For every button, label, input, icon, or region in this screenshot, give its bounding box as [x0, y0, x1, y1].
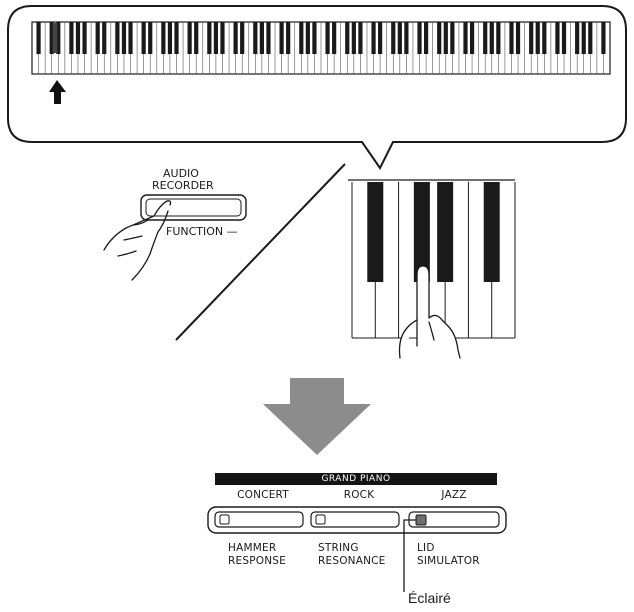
black-key — [69, 22, 74, 54]
black-key — [358, 22, 363, 54]
black-key — [450, 22, 455, 54]
black-key — [535, 22, 540, 54]
lamp-leader-line — [403, 519, 416, 592]
black-key — [404, 22, 409, 54]
response-label: RESPONSE — [228, 555, 286, 567]
black-key — [378, 22, 383, 54]
up-arrow-icon — [49, 80, 66, 104]
black-key — [174, 22, 179, 54]
black-key — [36, 22, 41, 54]
black-key — [220, 22, 225, 54]
black-key — [259, 22, 264, 54]
black-key — [121, 22, 127, 54]
black-key — [102, 22, 107, 54]
black-key — [561, 22, 567, 54]
black-key — [496, 22, 501, 54]
jazz-lamp — [415, 514, 427, 526]
black-key — [279, 22, 284, 54]
target-key — [52, 23, 58, 53]
black-key — [161, 22, 166, 54]
black-key — [305, 22, 310, 54]
black-key — [115, 22, 120, 54]
black-key — [469, 22, 475, 54]
concert-button[interactable] — [214, 511, 304, 528]
black-key — [391, 22, 396, 54]
black-key — [489, 22, 494, 54]
audio-label: AUDIO — [163, 167, 199, 180]
lit-callout-label: Éclairé — [408, 590, 451, 606]
black-key — [233, 22, 238, 54]
jazz-label: JAZZ — [441, 489, 467, 501]
black-key — [417, 22, 422, 54]
black-key — [266, 22, 271, 54]
black-key — [575, 22, 580, 54]
black-key — [601, 22, 606, 54]
black-key — [529, 22, 534, 54]
black-key — [286, 22, 291, 54]
black-key — [82, 22, 87, 54]
black-key — [253, 22, 258, 54]
black-key — [194, 22, 199, 54]
key-pressing-hand-icon — [398, 265, 461, 359]
black-key — [463, 22, 468, 54]
string-label: STRING — [318, 542, 359, 554]
black-key — [75, 22, 81, 54]
black-key — [509, 22, 514, 54]
black-key — [437, 22, 442, 54]
rock-button[interactable] — [310, 511, 400, 528]
recorder-label: RECORDER — [152, 179, 214, 192]
function-label: FUNCTION — — [166, 225, 238, 238]
lid-label: LID — [417, 542, 435, 554]
divider-line — [175, 163, 346, 341]
hammer-label: HAMMER — [228, 542, 277, 554]
grand-piano-header: GRAND PIANO — [215, 473, 497, 485]
black-key — [443, 22, 448, 54]
black-key — [95, 22, 100, 54]
black-key — [397, 22, 402, 54]
black-key — [367, 182, 384, 282]
black-key — [437, 182, 454, 282]
black-key — [515, 22, 521, 54]
black-key — [555, 22, 560, 54]
black-key — [207, 22, 212, 54]
black-key — [187, 22, 192, 54]
black-key — [325, 22, 330, 54]
black-key — [423, 22, 429, 54]
black-key — [581, 22, 586, 54]
concert-lamp — [219, 514, 230, 525]
black-key — [49, 22, 54, 54]
black-key — [483, 22, 488, 54]
full-keyboard — [31, 21, 611, 75]
black-key — [413, 182, 430, 282]
black-key — [141, 22, 146, 54]
button-inner-rim — [145, 198, 242, 217]
rock-lamp — [315, 514, 326, 525]
pressing-hand-icon — [103, 200, 172, 281]
resonance-label: RESONANCE — [318, 555, 386, 567]
black-key — [351, 22, 356, 54]
zoomed-keyboard — [348, 179, 516, 339]
concert-label: CONCERT — [237, 489, 289, 501]
black-key — [167, 22, 173, 54]
black-key — [371, 22, 376, 54]
black-key — [332, 22, 337, 54]
rock-label: ROCK — [343, 489, 375, 501]
black-key — [312, 22, 317, 54]
black-key — [128, 22, 133, 54]
black-key — [483, 182, 500, 282]
black-key — [213, 22, 219, 54]
black-key — [345, 22, 350, 54]
simulator-label: SIMULATOR — [417, 555, 480, 567]
black-key — [56, 22, 61, 54]
black-key — [148, 22, 153, 54]
black-key — [299, 22, 304, 54]
down-arrow-icon — [263, 378, 371, 455]
black-key — [240, 22, 245, 54]
black-key — [588, 22, 593, 54]
black-key — [542, 22, 547, 54]
